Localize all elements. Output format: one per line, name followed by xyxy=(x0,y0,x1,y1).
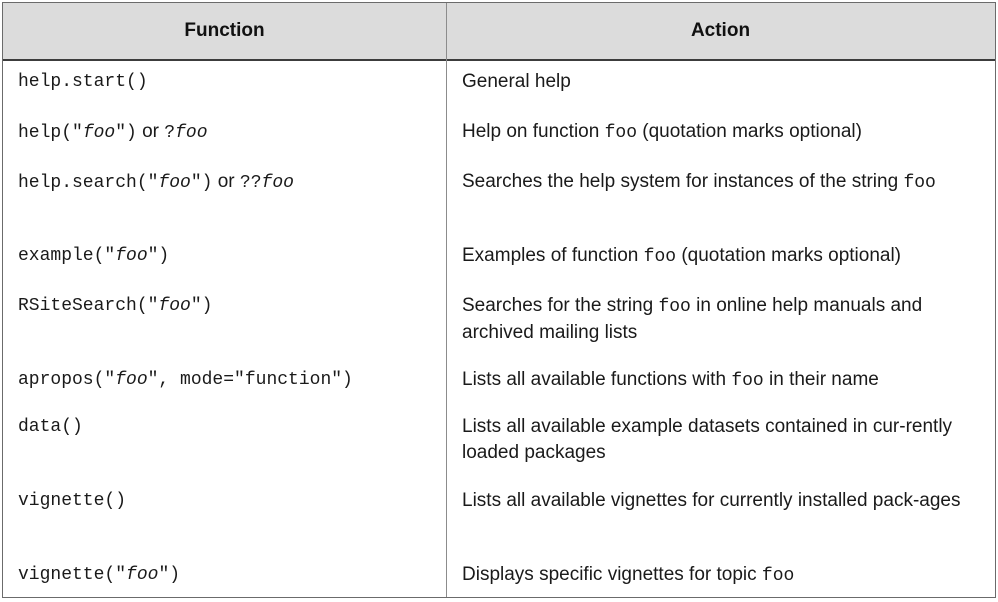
action-text-segment: Lists all available functions with xyxy=(462,369,732,390)
function-text-segment: foo xyxy=(115,246,148,266)
function-text-segment: help.start() xyxy=(18,72,148,92)
function-text-segment: foo xyxy=(115,370,148,390)
action-text-segment: foo xyxy=(643,247,677,267)
action-cell: General help xyxy=(462,69,984,95)
action-cell: Displays specific vignettes for topic fo… xyxy=(462,562,984,589)
action-text-segment: foo xyxy=(761,566,795,586)
column-divider xyxy=(446,3,447,597)
action-text-segment: (quotation marks optional) xyxy=(676,245,902,266)
function-text-segment: ") xyxy=(190,296,213,316)
action-cell: Lists all available functions with foo i… xyxy=(462,367,984,394)
action-text-segment: General help xyxy=(462,71,571,92)
header-action: Action xyxy=(690,20,751,41)
function-cell: help.search("foo") or ??foo xyxy=(18,169,438,196)
function-text-segment: ? xyxy=(164,123,176,143)
action-text-segment: in their name xyxy=(763,369,879,390)
action-cell: Searches the help system for instances o… xyxy=(462,169,984,196)
function-text-segment: foo xyxy=(158,296,191,316)
action-text-segment: in online help manuals and archived mail… xyxy=(462,295,923,343)
action-text-segment: foo xyxy=(731,371,764,391)
function-text-segment: foo xyxy=(82,123,116,143)
function-cell: apropos("foo", mode="function") xyxy=(18,367,438,393)
function-text-segment: help.search(" xyxy=(18,173,159,193)
function-text-segment: example(" xyxy=(18,246,116,266)
function-text-segment: foo xyxy=(158,173,191,193)
function-cell: RSiteSearch("foo") xyxy=(18,293,438,319)
function-text-segment: foo xyxy=(261,173,294,193)
function-text-segment: RSiteSearch(" xyxy=(18,296,159,316)
function-text-segment: ") xyxy=(115,123,137,143)
function-text-segment: foo xyxy=(126,565,159,585)
action-text-segment: (quotation marks optional) xyxy=(637,121,862,142)
function-text-segment: vignette() xyxy=(18,491,127,511)
action-cell: Examples of function foo (quotation mark… xyxy=(462,243,984,270)
function-cell: example("foo") xyxy=(18,243,438,269)
action-text-segment: Searches the help system for instances o… xyxy=(462,171,904,192)
action-cell: Lists all available vignettes for curren… xyxy=(462,488,984,514)
function-text-segment: ") xyxy=(158,565,181,585)
function-text-segment: ", mode="function") xyxy=(147,370,353,390)
table-header: Function Action xyxy=(3,3,995,61)
function-cell: help.start() xyxy=(18,69,438,95)
function-text-segment: ") xyxy=(147,246,170,266)
function-text-segment: ?? xyxy=(239,173,262,193)
action-text-segment: Searches for the string xyxy=(462,295,659,316)
action-text-segment: Lists all available vignettes for curren… xyxy=(462,490,961,511)
action-cell: Lists all available example datasets con… xyxy=(462,414,984,466)
action-text-segment: Lists all available example datasets con… xyxy=(462,416,953,463)
action-text-segment: foo xyxy=(604,123,637,143)
action-cell: Searches for the string foo in online he… xyxy=(462,293,984,346)
function-text-segment: apropos(" xyxy=(18,370,116,390)
function-cell: vignette("foo") xyxy=(18,562,438,588)
function-cell: help("foo") or ?foo xyxy=(18,119,438,146)
action-text-segment: Help on function xyxy=(462,121,605,142)
header-function: Function xyxy=(184,20,265,41)
action-text-segment: Examples of function xyxy=(462,245,644,266)
function-text-segment: ") xyxy=(190,173,213,193)
function-text-segment: vignette(" xyxy=(18,565,127,585)
function-cell: vignette() xyxy=(18,488,438,514)
function-text-segment: data() xyxy=(18,417,83,437)
function-text-segment: or xyxy=(136,121,165,142)
function-text-segment: or xyxy=(212,171,240,192)
function-text-segment: foo xyxy=(175,123,208,143)
function-cell: data() xyxy=(18,414,438,440)
action-text-segment: foo xyxy=(658,297,691,317)
action-cell: Help on function foo (quotation marks op… xyxy=(462,119,984,146)
action-text-segment: Displays specific vignettes for topic xyxy=(462,564,762,585)
function-text-segment: help(" xyxy=(18,123,83,143)
action-text-segment: foo xyxy=(903,173,936,193)
